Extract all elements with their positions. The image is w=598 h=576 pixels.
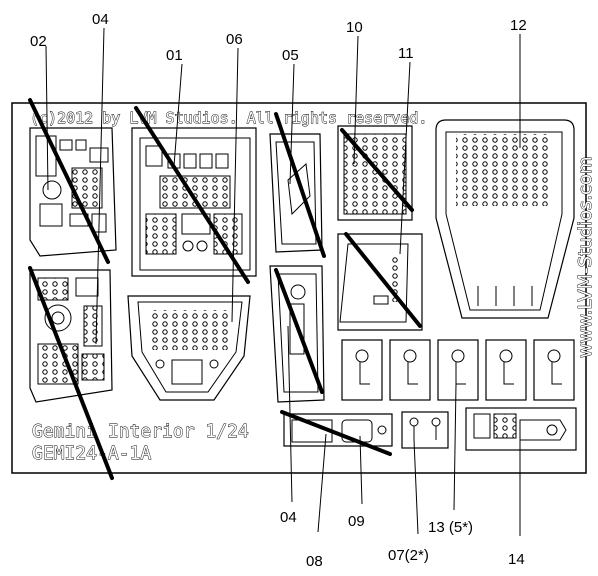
copyright-text: (c)2012 by LVM Studios. All rights reser… [30,109,427,127]
part-07 [401,411,449,449]
part-12 [435,119,575,319]
thin-leaders [45,27,521,536]
callout-04-bottom: 04 [280,509,297,526]
callout-02: 02 [30,33,47,50]
part-04-centre [269,265,325,403]
callout-12: 12 [510,17,527,34]
callout-14: 14 [508,551,525,568]
callout-04-top: 04 [92,11,109,28]
part-14 [465,407,577,451]
part-06 [127,295,251,401]
callout-13: 13 (5*) [428,519,473,536]
callout-07: 07(2*) [388,547,429,564]
callout-08: 08 [306,553,323,570]
sheet-title: Gemini Interior 1/24 [32,421,249,442]
callout-06: 06 [226,31,243,48]
callout-09: 09 [348,513,365,530]
callout-10: 10 [346,19,363,36]
callout-11: 11 [398,45,414,62]
part-13-row [341,339,575,401]
side-url: www.LVM-Studios.com [575,157,596,359]
callout-05: 05 [282,47,299,64]
part-04-left [29,269,113,403]
part-02 [29,127,117,257]
leader-lines [28,98,422,480]
callout-01: 01 [166,47,183,64]
sheet-code: GEMI24-A-1A [32,443,151,464]
part-11 [337,233,423,331]
